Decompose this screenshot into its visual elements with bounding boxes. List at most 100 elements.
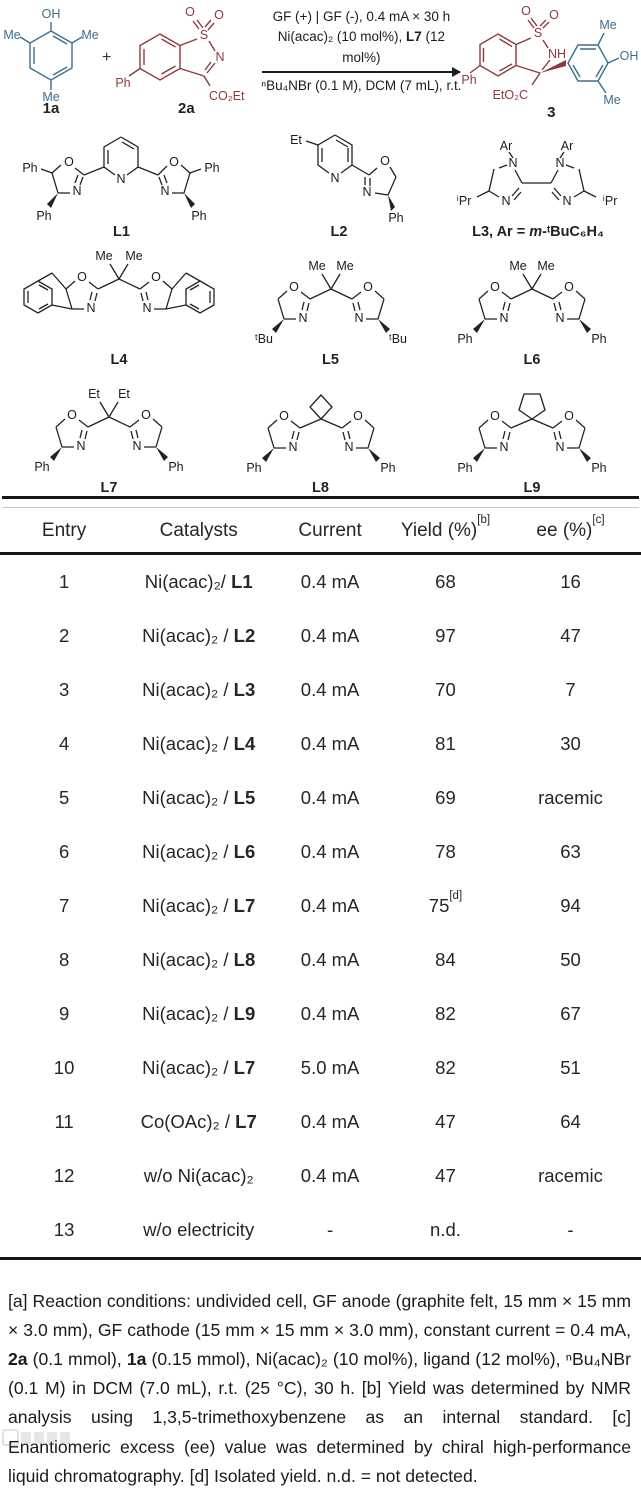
reaction-scheme: OH Me Me Me 1a + O O S N CO₂Et Ph 2a — [0, 0, 641, 121]
atom-label: Me — [81, 28, 98, 42]
structure-L3: Ar Ar N N N N ⁱPr ⁱPr — [457, 139, 618, 208]
atom-label: Et — [88, 387, 100, 401]
atom-label: O — [141, 408, 151, 422]
atom-label: O — [564, 280, 574, 294]
compound-2a: O O S N CO₂Et Ph 2a — [112, 3, 260, 117]
compound-3: O O S NH EtO₂C Ph Me OH Me 3 — [462, 3, 640, 121]
atom-label: Ar — [500, 139, 513, 153]
atom-label: N — [288, 440, 297, 454]
atom-label: Ph — [168, 460, 183, 474]
atom-label: Ph — [380, 461, 395, 475]
atom-label: N — [499, 440, 508, 454]
atom-label: S — [200, 28, 208, 42]
wedge-bond — [473, 319, 485, 333]
wedge-bond — [271, 319, 284, 333]
structure-L7: Et Et O N Ph O N Ph — [34, 387, 183, 474]
ligand-L7: Et Et O N Ph O N Ph L7 — [14, 383, 204, 496]
atom-label: N — [362, 185, 371, 199]
wedge-bond — [50, 447, 62, 461]
atom-label: Me — [509, 259, 526, 273]
ligand-L6: Me Me O N Ph O N Ph L6 — [437, 255, 627, 368]
atom-label: NH — [548, 47, 566, 61]
table-top-thin-rule — [2, 507, 639, 508]
atom-label: N — [344, 440, 353, 454]
wedge-bond — [261, 448, 274, 462]
atom-label: O — [490, 280, 500, 294]
atom-label: N — [555, 156, 564, 170]
atom-label: EtO₂C — [493, 88, 528, 102]
results-table: Entry Catalysts Current Yield (%)[b] ee … — [0, 508, 641, 1260]
ligand-L8: O N Ph O N Ph L8 — [226, 383, 416, 496]
ligand-L9: O N Ph O N Ph L9 — [437, 383, 627, 496]
atom-label: O — [353, 409, 363, 423]
atom-label: S — [534, 26, 542, 40]
col-current: Current — [269, 508, 391, 555]
wedge-bond — [473, 448, 485, 462]
col-catalysts: Catalysts — [128, 508, 270, 555]
structure-1a: OH Me Me Me — [3, 7, 98, 103]
atom-label: O — [289, 280, 299, 294]
ligand-row-3: Et Et O N Ph O N Ph L7 O N Ph O N — [0, 368, 641, 496]
atom-label: O — [549, 8, 559, 22]
atom-label: N — [501, 194, 510, 208]
atom-label: O — [67, 408, 77, 422]
wedge-bond — [579, 319, 591, 333]
atom-label: N — [142, 301, 151, 315]
structure-L8: O N Ph O N Ph — [246, 394, 395, 475]
atom-label: Ph — [457, 332, 472, 346]
atom-label: Me — [125, 249, 142, 263]
atom-label: Ar — [561, 139, 574, 153]
table-footnotes: [a] Reaction conditions: undivided cell,… — [8, 1290, 632, 1486]
ligand-label-L6: L6 — [523, 352, 541, 368]
table-header-row: Entry Catalysts Current Yield (%)[b] ee … — [0, 508, 641, 555]
atom-label: O — [64, 155, 74, 169]
ligand-row-2: Me Me O N O N L4 Me Me O N ᵗBu O N — [0, 240, 641, 368]
atom-label: Me — [95, 249, 112, 263]
atom-label: N — [76, 439, 85, 453]
ligand-label-L5: L5 — [322, 352, 339, 368]
atom-label: N — [555, 440, 564, 454]
atom-label: OH — [42, 7, 61, 21]
wedge-bond — [388, 195, 395, 211]
wedge-bond — [377, 319, 390, 333]
atom-label: Me — [604, 93, 621, 107]
condition-line-1: GF (+) | GF (-), 0.4 mA × 30 h — [272, 9, 451, 24]
ligand-label-L1: L1 — [113, 224, 130, 240]
atom-label: N — [330, 171, 339, 185]
atom-label: CO₂Et — [209, 89, 245, 103]
ligand-row-1: Ph O N Ph N O N Ph Ph L1 Et N O N P — [0, 120, 641, 240]
col-yield: Yield (%)[b] — [390, 508, 500, 555]
atom-label: Ph — [591, 461, 606, 475]
atom-label: Me — [336, 259, 353, 273]
ligand-label-L9: L9 — [523, 480, 541, 496]
atom-label: Ph — [36, 209, 51, 223]
structure-2a: O O S N CO₂Et Ph — [116, 5, 246, 103]
reaction-conditions: GF (+) | GF (-), 0.4 mA × 30 h Ni(acac)₂… — [260, 7, 462, 96]
wedge-bond — [367, 448, 380, 462]
wedge-bond — [540, 60, 567, 73]
condition-line-2: Ni(acac)₂ (10 mol%), L7 (12 mol%) — [277, 29, 445, 65]
atom-label: Me — [42, 90, 59, 103]
ligand-L3: Ar Ar N N N N ⁱPr ⁱPr L3, Ar = m-ᵗBuC₆H₄ — [449, 139, 627, 240]
structure-L6: Me Me O N Ph O N Ph — [457, 259, 606, 346]
atom-label: N — [298, 311, 307, 325]
atom-label: Me — [3, 28, 20, 42]
structure-L4: Me Me O N O N — [23, 249, 215, 315]
structure-L1: Ph O N Ph N O N Ph Ph — [22, 136, 220, 223]
col-entry: Entry — [0, 508, 129, 555]
reaction-arrow — [262, 66, 462, 77]
atom-label: Ph — [246, 461, 261, 475]
watermark-logo — [2, 1429, 19, 1446]
atom-label: Ph — [34, 460, 49, 474]
atom-label: N — [508, 156, 517, 170]
